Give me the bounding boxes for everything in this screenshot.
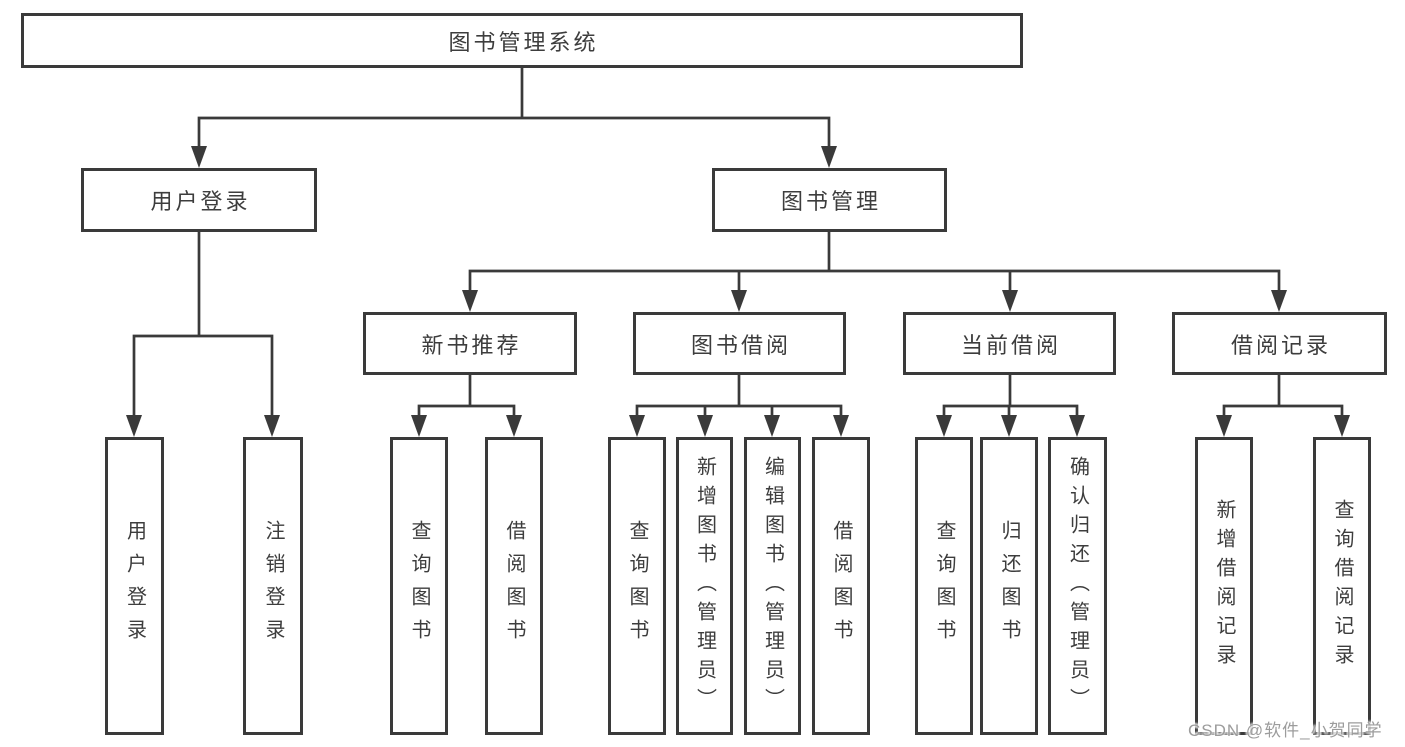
leaf-query-books-current: 查询图书 [915, 437, 973, 735]
leaf-query-books-borrowing: 查询图书 [608, 437, 666, 735]
watermark: CSDN @软件_小贺同学 [1188, 721, 1383, 740]
leaf-query-borrow-record: 查询借阅记录 [1313, 437, 1371, 735]
node-current-borrowing: 当前借阅 [903, 312, 1116, 375]
leaf-borrow-books: 借阅图书 [812, 437, 870, 735]
leaf-add-books-admin: 新增图书（管理员） [676, 437, 733, 735]
leaf-logout: 注销登录 [243, 437, 303, 735]
node-user-login: 用户登录 [81, 168, 317, 232]
leaf-confirm-return-admin: 确认归还（管理员） [1048, 437, 1107, 735]
arrowheads [126, 146, 1350, 437]
node-new-book-recommendation: 新书推荐 [363, 312, 577, 375]
node-book-management-system: 图书管理系统 [21, 13, 1023, 68]
leaf-user-login: 用户登录 [105, 437, 164, 735]
leaf-return-books: 归还图书 [980, 437, 1038, 735]
leaf-query-books-recommend: 查询图书 [390, 437, 448, 735]
node-book-management: 图书管理 [712, 168, 947, 232]
leaf-edit-books-admin: 编辑图书（管理员） [744, 437, 801, 735]
node-borrowing-records: 借阅记录 [1172, 312, 1387, 375]
node-book-borrowing: 图书借阅 [633, 312, 846, 375]
leaf-add-borrow-record: 新增借阅记录 [1195, 437, 1253, 735]
leaf-borrow-books-recommend: 借阅图书 [485, 437, 543, 735]
